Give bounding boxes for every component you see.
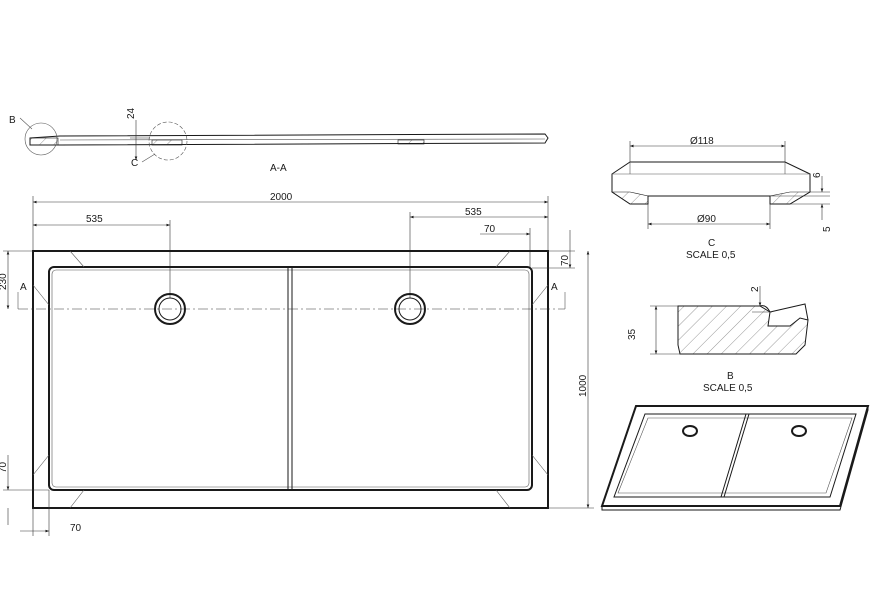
iso-basin (613, 413, 857, 498)
iso-outer-side (601, 406, 869, 511)
dim-24-label: 24 (126, 107, 137, 119)
detail-b-view: 35 2 B SCALE 0,5 (627, 286, 809, 394)
isometric-view (600, 405, 870, 511)
tray-outer (32, 250, 549, 509)
section-aa-title: A-A (270, 163, 287, 174)
iso-divider-a (720, 413, 747, 498)
chamfer-br-a (495, 489, 511, 509)
iso-drain-left (682, 425, 698, 437)
detail-b-lip (769, 303, 809, 321)
callout-c-label: C (131, 158, 138, 169)
iso-outer (600, 405, 870, 507)
dim-35-label: 35 (627, 328, 638, 340)
dim-90-label: Ø90 (697, 214, 716, 225)
chamfer-tl-a (69, 250, 85, 268)
callout-leader-b (19, 117, 33, 130)
tray-basin (48, 266, 533, 491)
dim-5-label: 5 (822, 226, 833, 232)
dim-118-label: Ø118 (690, 136, 714, 147)
callout-b-label: B (9, 115, 16, 126)
dim-2000-label: 2000 (270, 192, 293, 203)
section-mark-right: A (551, 282, 558, 293)
drain-left (154, 293, 186, 325)
iso-drain-right (791, 425, 807, 437)
detail-b-scale: SCALE 0,5 (703, 383, 753, 394)
chamfer-bl-b (32, 454, 50, 476)
chamfer-tr-a (495, 250, 511, 268)
detail-b-profile (677, 305, 809, 355)
iso-divider-b (723, 413, 750, 498)
plan-view: 2000 535 535 70 A A (0, 192, 594, 536)
section-mark-left: A (20, 282, 27, 293)
dim-6-label: 6 (812, 172, 823, 178)
chamfer-br-b (531, 454, 549, 476)
detail-c-hatch-right (769, 191, 812, 205)
dim-1000-label: 1000 (578, 374, 589, 397)
detail-b-label: B (727, 371, 734, 382)
chamfer-tr-b (531, 284, 549, 306)
detail-c-hatch-left (611, 191, 649, 205)
section-aa-hatch-left (29, 137, 59, 146)
detail-c-scale: SCALE 0,5 (686, 250, 736, 261)
detail-c-label: C (708, 238, 715, 249)
dim-535-right-label: 535 (465, 207, 482, 218)
callout-leader-c (141, 153, 156, 163)
section-aa-drain-right (397, 139, 425, 145)
section-aa-inner-line (59, 138, 546, 141)
iso-basin-inner (617, 417, 853, 494)
chamfer-tl-b (32, 284, 50, 306)
callout-circle-b (24, 122, 58, 156)
callout-circle-c (148, 121, 188, 161)
dim-70-left-label: 70 (0, 461, 9, 473)
dim-70-top-label: 70 (484, 224, 496, 235)
dim-535-left-label: 535 (86, 214, 103, 225)
dim-230-label: 230 (0, 273, 9, 290)
dim-70-bottom-label: 70 (70, 523, 82, 534)
tray-basin-inner (51, 269, 530, 488)
section-aa-drain-left (151, 139, 183, 146)
section-aa-view: 24 B C A-A (9, 107, 549, 174)
drain-right (394, 293, 426, 325)
chamfer-bl-a (69, 489, 85, 509)
detail-c-view: Ø118 Ø90 6 5 C SCALE 0,5 (611, 136, 833, 261)
dim-2-label: 2 (750, 286, 761, 292)
dim-70-right-label: 70 (560, 254, 571, 266)
